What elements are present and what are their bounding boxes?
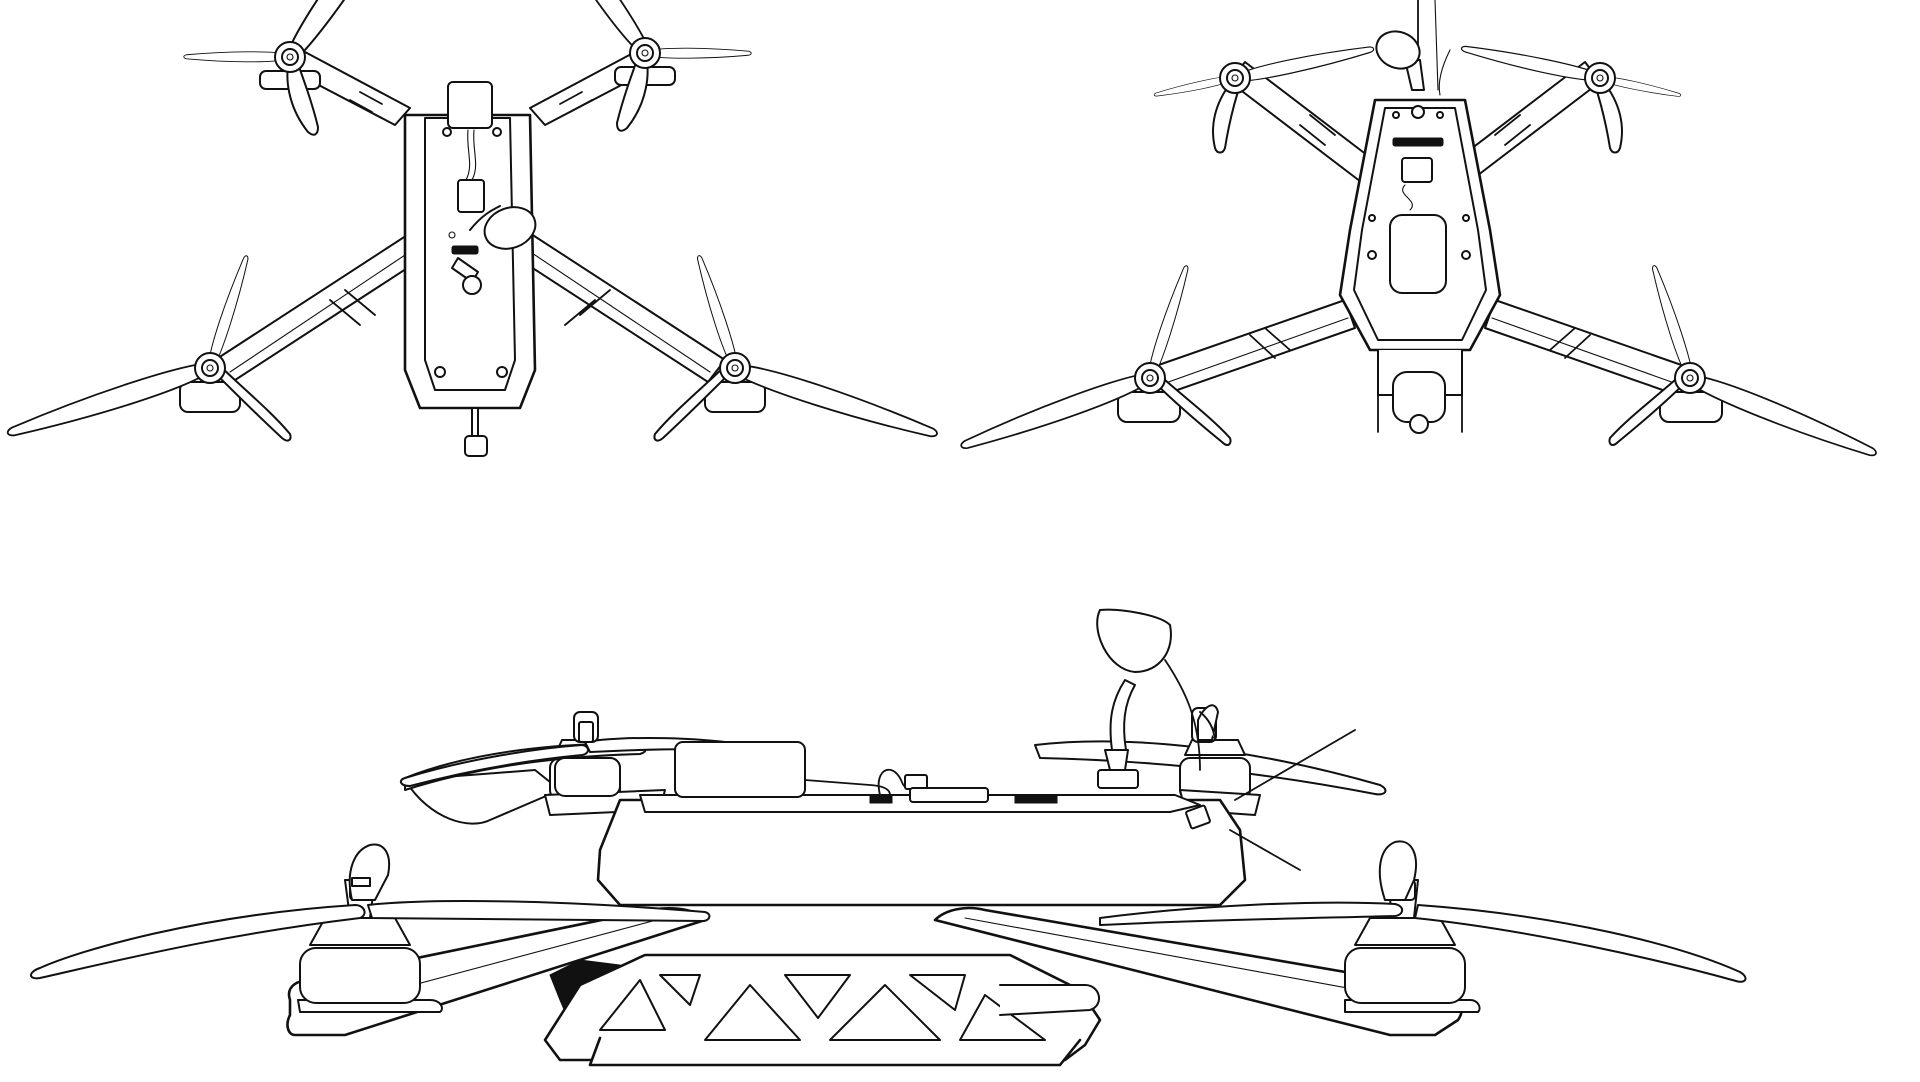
arm-rear-right [507,229,726,383]
top-view-a [3,0,941,457]
lower-frame-cage [543,953,1102,1067]
antenna-icon [1375,0,1451,96]
frame-body-a [403,81,537,410]
motor-icon [1584,62,1616,94]
motor-icon [274,41,306,73]
arm-rear-left [214,229,433,383]
motor-icon [719,352,751,384]
frame-body-c [596,608,1356,907]
motor-icon [351,877,371,887]
motor-icon [629,37,661,69]
camera-icon [1377,349,1463,434]
motor-icon [194,352,226,384]
arm-rear-left [1149,299,1356,397]
gps-module [447,81,493,129]
rotor-rear-left [3,253,292,444]
rotor-front-right [1099,840,1747,1013]
frame-body-b [1338,98,1502,352]
side-view-c [30,608,1747,1067]
propeller-icon [1099,840,1747,983]
rotor-rear-right [1034,704,1387,801]
camera-icon [464,407,488,457]
propeller-icon [30,843,711,980]
top-view-b [957,0,1881,464]
antenna-icon [1096,608,1172,789]
battery-icon [674,741,891,798]
motor-icon [1134,362,1166,394]
rotor-top-left [399,744,621,797]
rotor-rear-right [1608,263,1881,464]
motor-icon [1674,362,1706,394]
rotor-rear-left [957,263,1232,457]
rotor-front-left [183,0,436,136]
rotor-front-right [1459,41,1682,154]
antenna-icon [469,205,537,250]
rotor-front-left [1153,41,1376,154]
motor-icon [1219,62,1251,94]
rotor-front-right [514,0,752,132]
rotor-front-left [30,843,711,1013]
arm-rear-right [1484,299,1691,397]
battery-icon [1389,214,1447,294]
rotor-rear-right [653,253,941,445]
